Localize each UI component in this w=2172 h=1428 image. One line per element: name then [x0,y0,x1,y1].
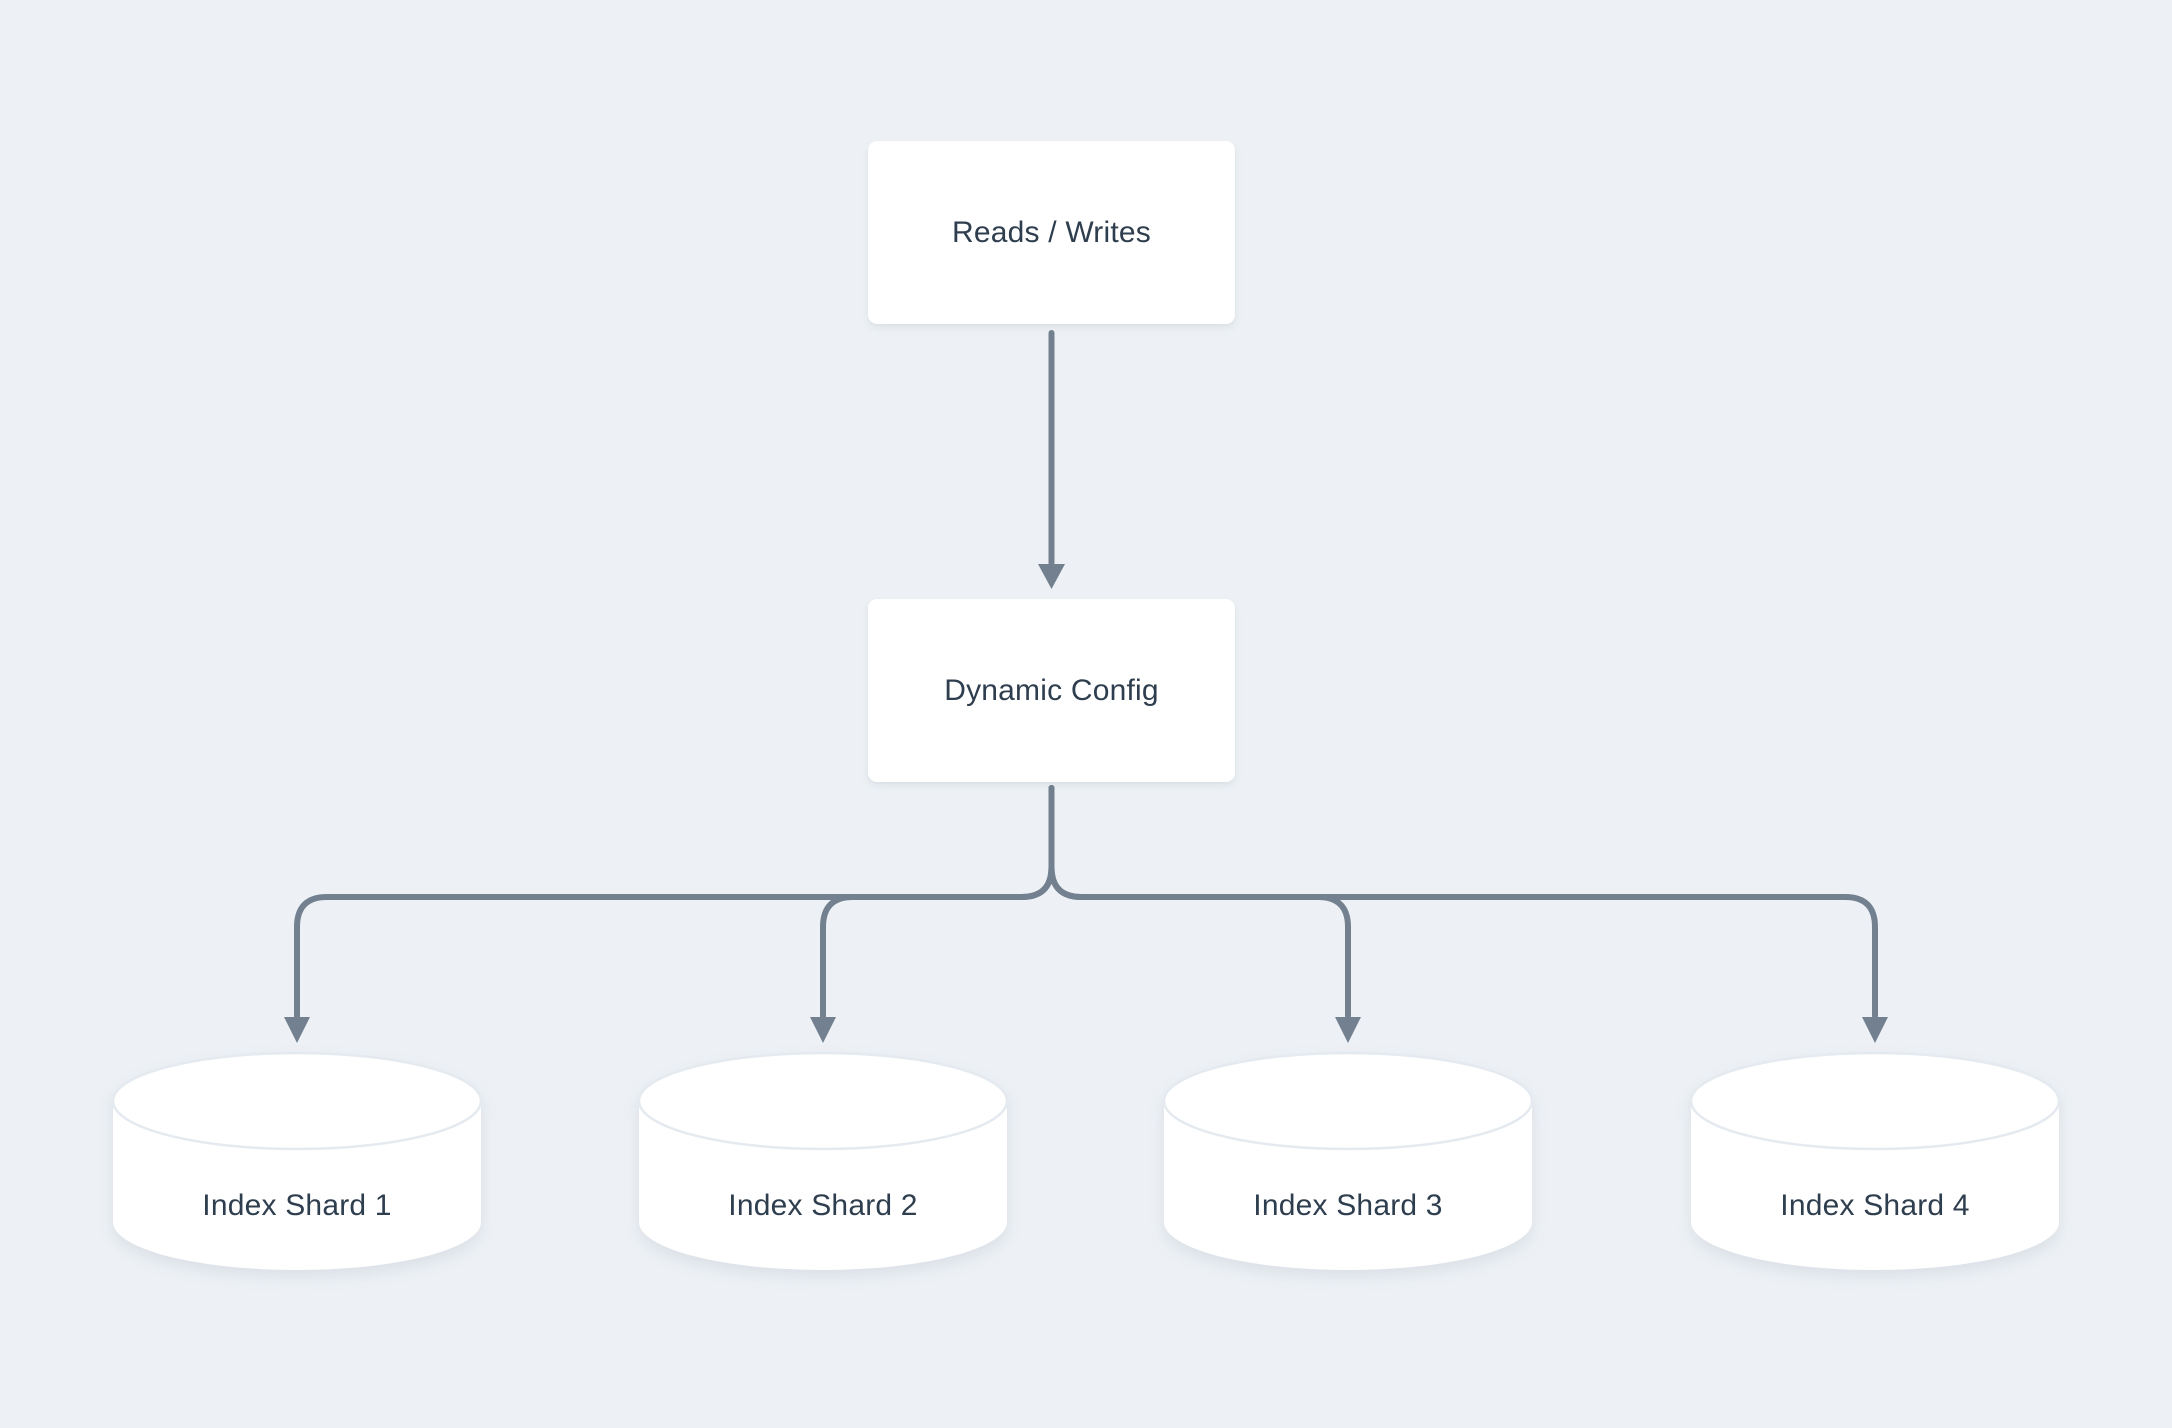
node-index-shard-3 [1162,1051,1534,1270]
node-index-shard-4 [1689,1051,2061,1270]
cylinder-top [1162,1051,1534,1151]
edge-line [1048,785,1878,1019]
node-index-shard-1 [111,1051,483,1270]
edge-dynamic-config-to-shard-1 [284,785,1055,1043]
node-reads-writes-label: Reads / Writes [952,215,1151,249]
node-index-shard-1-label: Index Shard 1 [202,1189,392,1222]
node-dynamic-config-label: Dynamic Config [944,673,1159,707]
node-index-shard-2-label: Index Shard 2 [728,1189,918,1222]
arrowhead-icon [1335,1017,1361,1043]
edge-dynamic-config-to-shard-2 [810,785,1055,1043]
arrowhead-icon [810,1017,836,1043]
edge-line [820,785,1055,1019]
cylinder-top [111,1051,483,1151]
arrowhead-icon [1038,564,1065,589]
edge-dynamic-config-to-shard-4 [1048,785,1888,1043]
cylinder-top [637,1051,1009,1151]
node-index-shard-2 [637,1051,1009,1270]
edge-dynamic-config-to-shard-3 [1048,785,1361,1043]
node-index-shard-4-label: Index Shard 4 [1780,1189,1970,1222]
edge-reads-writes-to-dynamic-config [1038,330,1065,589]
edge-line [294,785,1055,1019]
arrowhead-icon [284,1017,310,1043]
edge-line [1048,785,1351,1019]
cylinder-top [1689,1051,2061,1151]
node-reads-writes: Reads / Writes [868,141,1235,324]
node-dynamic-config: Dynamic Config [868,599,1235,782]
node-index-shard-3-label: Index Shard 3 [1253,1189,1443,1222]
arrowhead-icon [1862,1017,1888,1043]
